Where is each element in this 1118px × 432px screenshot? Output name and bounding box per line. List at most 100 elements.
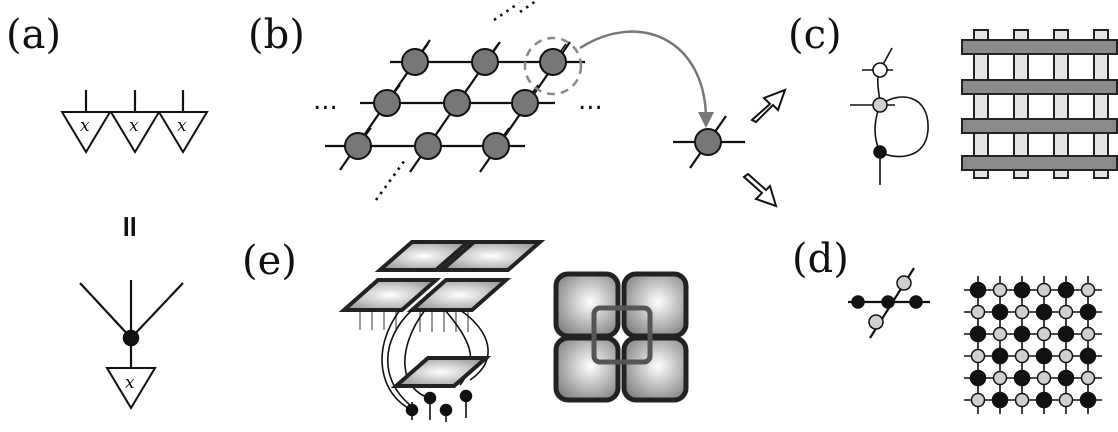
light-node [992, 282, 1008, 298]
black-node [969, 281, 987, 299]
tensor-node [373, 89, 401, 117]
light-node [1080, 326, 1096, 342]
black-node [1013, 369, 1031, 387]
panel-b: (b) [248, 0, 787, 208]
black-node [991, 347, 1009, 365]
sheet [374, 240, 474, 272]
black-node [459, 389, 473, 403]
black-node [439, 403, 453, 417]
light-node [1058, 348, 1074, 364]
tensor-node [344, 132, 372, 160]
bar-lattice [961, 29, 1118, 179]
highlight-circle [523, 36, 583, 96]
light-node [868, 314, 884, 330]
panel-e-label: (e) [242, 238, 297, 284]
black-node [1057, 281, 1075, 299]
center-plaquette [591, 305, 653, 365]
tensor-node [443, 89, 471, 117]
black-node [1035, 303, 1053, 321]
black-node [969, 325, 987, 343]
light-node [970, 348, 986, 364]
sheet [390, 356, 492, 388]
light-node [970, 304, 986, 320]
tensor-symbol-x: x [177, 116, 187, 136]
black-node [1057, 325, 1075, 343]
light-node [1058, 304, 1074, 320]
light-node [1080, 370, 1096, 386]
black-node [1057, 369, 1075, 387]
sheet [338, 278, 442, 312]
tensor-node [482, 132, 510, 160]
triangle-tensor-3: x [157, 90, 209, 154]
tensor-symbol-x: x [80, 116, 90, 136]
tensor-symbol-x: x [125, 373, 135, 393]
tensor-node [539, 48, 567, 76]
black-node [1079, 391, 1097, 409]
light-node [1036, 326, 1052, 342]
tensor-node [471, 48, 499, 76]
black-node [1079, 303, 1097, 321]
arrow-head [698, 112, 714, 128]
decomposition-diagram [850, 47, 929, 185]
hollow-arrow-up [750, 88, 787, 124]
panel-a: (a) x x x = x [6, 12, 209, 410]
cross-node-diagram [848, 267, 930, 339]
tensor-node [401, 48, 429, 76]
plaquette [553, 335, 621, 403]
light-node [1014, 304, 1030, 320]
peps-nodes [344, 48, 567, 160]
black-node [1035, 391, 1053, 409]
light-node [1036, 282, 1052, 298]
sheet [436, 240, 546, 272]
light-node [1036, 370, 1052, 386]
copy-tensor: x [79, 280, 184, 410]
light-node [1014, 392, 1030, 408]
panel-d-label: (d) [792, 236, 849, 282]
black-node [1013, 325, 1031, 343]
ellipsis-right: ... [578, 86, 603, 116]
black-node [122, 329, 140, 347]
black-node [873, 145, 887, 159]
plaquette [621, 335, 689, 403]
single-tensor [673, 115, 745, 169]
black-node [991, 303, 1009, 321]
dotted-guide [519, 0, 540, 14]
light-node [1014, 348, 1030, 364]
panel-d: (d) [792, 236, 1102, 414]
light-node [896, 275, 912, 291]
light-node [1058, 392, 1074, 408]
panel-a-label: (a) [6, 12, 61, 58]
plaquette [621, 271, 689, 339]
black-node [405, 403, 419, 417]
node-lattice [964, 276, 1102, 414]
tensor-symbol-x: x [129, 116, 139, 136]
sheet [406, 278, 512, 312]
black-node [423, 391, 437, 405]
black-node [909, 295, 923, 309]
equals-sign: = [112, 214, 147, 239]
light-node [872, 97, 888, 113]
black-node [969, 369, 987, 387]
black-node [881, 295, 895, 309]
light-node [1080, 282, 1096, 298]
dotted-guide [374, 159, 407, 201]
curved-arrow [579, 30, 708, 119]
plaquette-blocks [553, 271, 689, 403]
hollow-arrow-down [742, 172, 778, 208]
stacked-sheets [338, 240, 546, 422]
light-node [992, 370, 1008, 386]
light-node [992, 326, 1008, 342]
light-node [970, 392, 986, 408]
black-node [1013, 281, 1031, 299]
triangle-tensor-1: x [60, 90, 112, 154]
black-node [1035, 347, 1053, 365]
white-node [872, 62, 888, 78]
dotted-guide [493, 1, 520, 22]
panel-c-label: (c) [788, 12, 842, 58]
tensor-node [414, 132, 442, 160]
tensor-node [511, 89, 539, 117]
tensor-node [694, 128, 722, 156]
ellipsis-left: ... [313, 86, 338, 116]
plaquette [553, 271, 621, 339]
panel-e: (e) [242, 238, 689, 422]
